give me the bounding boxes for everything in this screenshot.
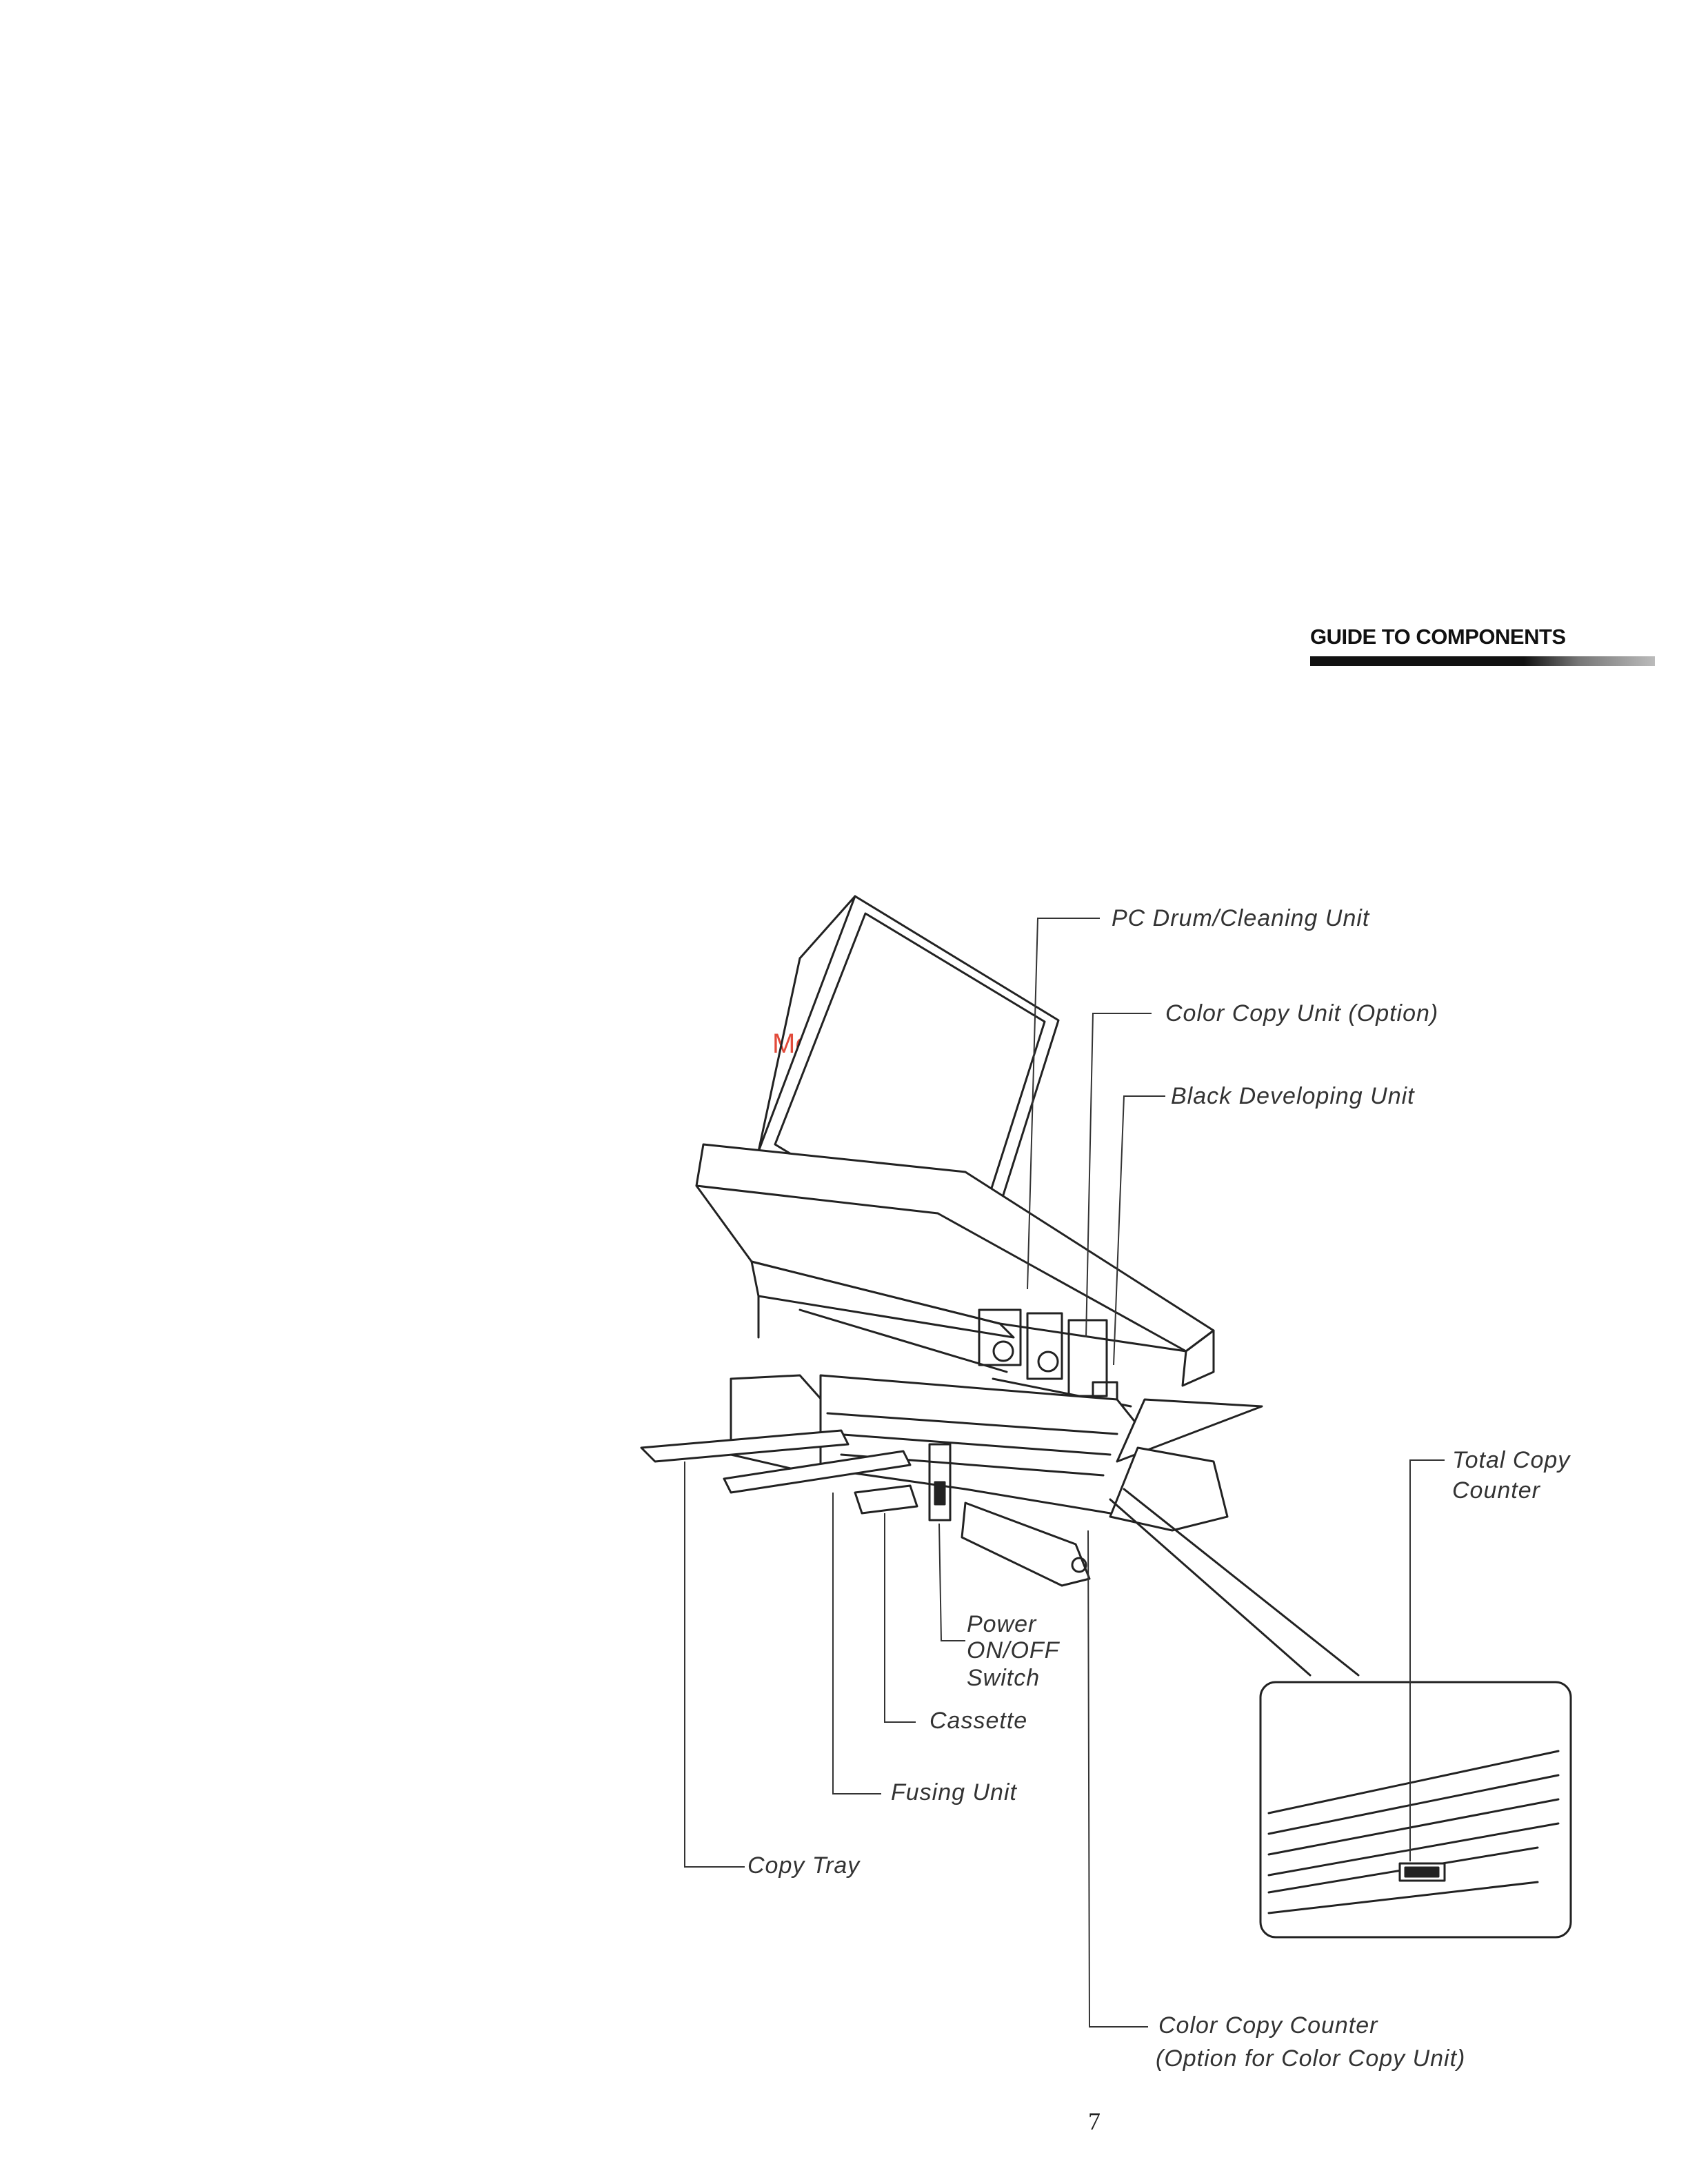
page-number: 7: [1088, 2107, 1101, 2136]
label-color-copy-counter-line2: (Option for Color Copy Unit): [1156, 2045, 1465, 2072]
label-power-switch-line1: Power: [967, 1610, 1036, 1638]
cassette-drawing: [855, 1486, 917, 1513]
label-total-copy-counter-line1: Total Copy: [1452, 1446, 1570, 1474]
label-power-switch-line3: Switch: [967, 1664, 1040, 1692]
label-cassette: Cassette: [930, 1707, 1027, 1735]
label-pc-drum-cleaning-unit: PC Drum/Cleaning Unit: [1112, 904, 1369, 932]
label-fusing-unit: Fusing Unit: [891, 1779, 1017, 1806]
label-total-copy-counter-line2: Counter: [1452, 1477, 1540, 1504]
label-color-copy-counter-line1: Color Copy Counter: [1158, 2012, 1378, 2039]
upper-body: [696, 1144, 1214, 1386]
counter-detail-inset: [1260, 1682, 1571, 1937]
label-copy-tray: Copy Tray: [747, 1852, 860, 1879]
label-color-copy-unit: Color Copy Unit (Option): [1165, 1000, 1438, 1027]
label-power-switch-line2: ON/OFF: [967, 1637, 1059, 1664]
label-black-developing-unit: Black Developing Unit: [1171, 1082, 1415, 1110]
